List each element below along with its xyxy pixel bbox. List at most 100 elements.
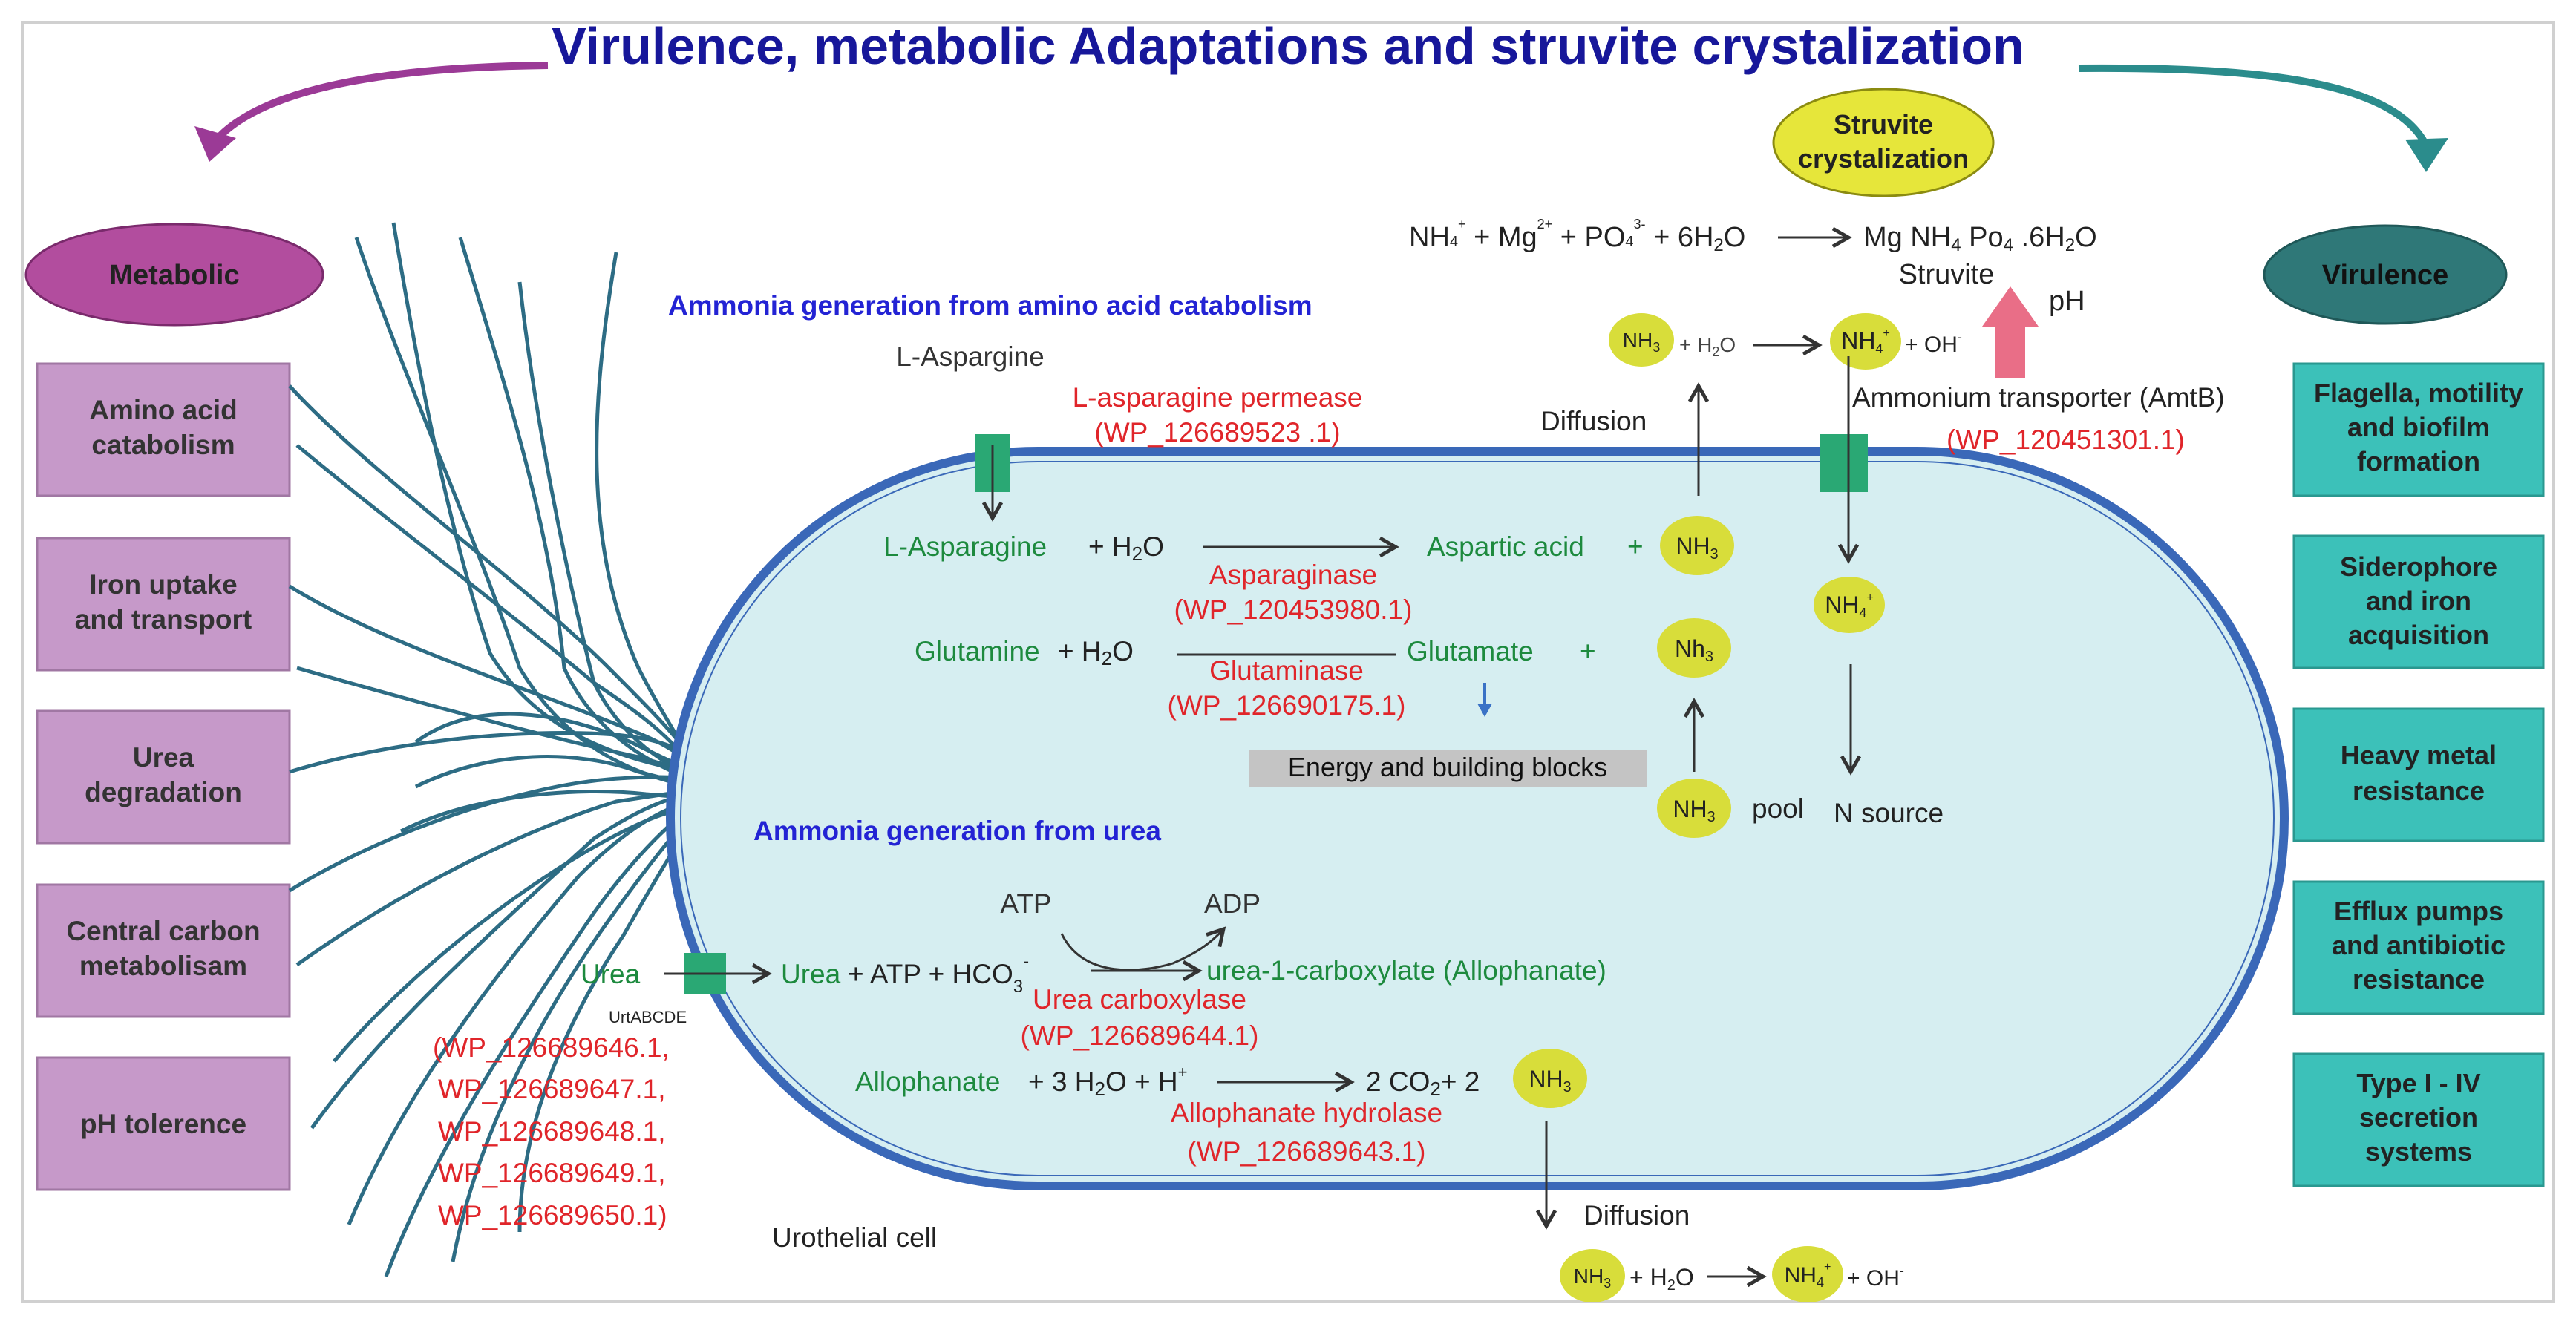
pool-label: pool (1752, 793, 1804, 824)
allophanate-product: urea-1-carboxylate (Allophanate) (1206, 955, 1606, 986)
nh3-asparagine: NH3 (1660, 516, 1734, 575)
urea-atp-hco3: + ATP + HCO3- (848, 951, 1029, 997)
svg-text:degradation: degradation (85, 777, 242, 807)
svg-text:resistance: resistance (2353, 964, 2485, 994)
allophanate-hydrolase-id: (WP_126689643.1) (1188, 1136, 1426, 1167)
ph-label: pH (2049, 286, 2085, 317)
ammonium-transporter-id: (WP_120451301.1) (1946, 425, 2185, 455)
urea-transporter-id-1: (WP_126689646.1, (433, 1032, 670, 1063)
bacterial-cell (666, 447, 2289, 1190)
aspartic-acid-product: Aspartic acid (1427, 531, 1584, 562)
urea-outside: Urea (581, 959, 641, 989)
l-asparagine-reactant: L-Asparagine (883, 531, 1047, 562)
svg-text:NH4+ + Mg2+ + PO43- + 6H2O: NH4+ + Mg2+ + PO43- + 6H2O (1409, 217, 1745, 255)
svg-text:and iron: and iron (2366, 586, 2471, 616)
svg-text:and biofilm: and biofilm (2347, 412, 2490, 442)
svg-text:secretion: secretion (2359, 1102, 2478, 1133)
nh3-glutamine: Nh3 (1657, 618, 1731, 678)
urothelial-cell-label: Urothelial cell (772, 1222, 937, 1253)
asparaginase-enzyme: Asparaginase (1209, 560, 1377, 590)
svg-text:Amino acid: Amino acid (89, 395, 237, 425)
virulence-box-heavy-metal: Heavy metal resistance (2292, 707, 2545, 842)
urea-transporter-label: UrtABCDE (609, 1008, 687, 1026)
metabolic-box-ph: pH tolerence (36, 1056, 291, 1191)
adp-label: ADP (1204, 888, 1261, 919)
nh3-allophanate: NH3 (1513, 1049, 1587, 1108)
svg-text:Mg NH4 Po4 .6H2O: Mg NH4 Po4 .6H2O (1863, 222, 2097, 255)
ammonium-transporter (1820, 434, 1868, 492)
ammonium-transporter-label: Ammonium transporter (AmtB) (1852, 382, 2225, 413)
ammonia-equilibrium-top: NH3 + H2O NH4+ + OH- (1609, 313, 1962, 370)
glutamine-h2o: + H2O (1058, 636, 1134, 669)
svg-text:Heavy metal: Heavy metal (2341, 740, 2497, 770)
ph-arrow (1982, 286, 2039, 378)
allophanate-reactant: Allophanate (855, 1066, 1000, 1097)
atp-adp-curve (1060, 926, 1226, 971)
svg-text:pH tolerence: pH tolerence (80, 1109, 246, 1139)
svg-text:+ OH-: + OH- (1905, 330, 1962, 357)
struvite-oval: Struvite crystalization (1772, 88, 1995, 197)
l-aspargine-substrate: L-Aspargine (896, 341, 1045, 372)
svg-text:+ H2O: + H2O (1679, 333, 1736, 359)
nh4-inside: NH4+ (1814, 577, 1885, 633)
n-source-label: N source (1834, 798, 1944, 828)
ammonia-equilibrium-bottom: NH3 + H2O NH4+ + OH- (1560, 1246, 1904, 1302)
virulence-box-siderophore: Siderophore and iron acquisition (2292, 534, 2545, 669)
urea-carboxylase-id: (WP_126689644.1) (1021, 1020, 1259, 1051)
svg-text:NH4+: NH4+ (1841, 327, 1890, 356)
urea-inside: Urea (781, 959, 841, 989)
allophanate-hydrolase-enzyme: Allophanate hydrolase (1171, 1098, 1442, 1128)
glutaminase-id: (WP_126690175.1) (1168, 690, 1406, 721)
asparaginase-id: (WP_120453980.1) (1174, 594, 1413, 625)
struvite-equation: NH4+ + Mg2+ + PO43- + 6H2O Mg NH4 Po4 .6… (1409, 217, 2097, 255)
svg-text:catabolism: catabolism (91, 430, 235, 460)
metabolic-oval: Metabolic (24, 223, 324, 327)
svg-text:NH4+: NH4+ (1785, 1261, 1831, 1290)
title-arrow-left-head (194, 126, 236, 162)
svg-text:Flagella, motility: Flagella, motility (2314, 378, 2523, 408)
svg-text:Urea: Urea (133, 742, 194, 773)
urea-transporter-id-4: WP_126689649.1, (438, 1158, 666, 1188)
urea-transporter-id-5: WP_126689650.1) (438, 1200, 667, 1230)
figure-title: Virulence, metabolic Adaptations and str… (552, 17, 2024, 75)
virulence-box-secretion: Type I - IV secretion systems (2292, 1052, 2545, 1187)
co2-products: 2 CO2+ 2 (1366, 1066, 1480, 1100)
diffusion-label-top: Diffusion (1540, 406, 1647, 436)
title-arrow-right (2078, 64, 2431, 151)
allophanate-water: + 3 H2O + H+ (1028, 1063, 1187, 1100)
svg-text:Iron uptake: Iron uptake (89, 569, 237, 600)
virulence-oval: Virulence (2263, 224, 2508, 325)
virulence-box-flagella: Flagella, motility and biofilm formation (2292, 362, 2545, 497)
metabolic-box-iron: Iron uptake and transport (36, 537, 291, 672)
glutamine-reactant: Glutamine (915, 636, 1040, 666)
atp-label: ATP (1000, 888, 1051, 919)
svg-text:Struvite: Struvite (1834, 109, 1933, 140)
svg-text:resistance: resistance (2353, 776, 2485, 806)
svg-text:and antibiotic: and antibiotic (2332, 930, 2505, 960)
svg-text:Siderophore: Siderophore (2340, 551, 2497, 582)
svg-text:Central carbon: Central carbon (66, 916, 260, 946)
heading-amino-acid-catabolism: Ammonia generation from amino acid catab… (668, 290, 1312, 321)
svg-text:acquisition: acquisition (2348, 620, 2489, 650)
diffusion-label-bottom: Diffusion (1583, 1200, 1690, 1230)
energy-building-blocks: Energy and building blocks (1249, 750, 1647, 787)
figure-frame (21, 21, 2555, 1303)
svg-text:Energy and building blocks: Energy and building blocks (1288, 752, 1607, 782)
urea-transporter-id-3: WP_126689648.1, (438, 1116, 666, 1147)
svg-text:formation: formation (2357, 446, 2480, 476)
svg-text:metabolisam: metabolisam (79, 951, 247, 981)
asparagine-permease-id: (WP_126689523 .1) (1094, 417, 1340, 448)
heading-urea: Ammonia generation from urea (753, 816, 1161, 846)
title-arrow-left (212, 62, 549, 144)
svg-text:Metabolic: Metabolic (109, 260, 239, 291)
glutamate-plus: + (1580, 636, 1596, 666)
glutamate-product: Glutamate (1407, 636, 1534, 666)
svg-text:Virulence: Virulence (2322, 260, 2448, 291)
svg-text:Efflux pumps: Efflux pumps (2334, 896, 2503, 926)
metabolic-box-carbon: Central carbon metabolisam (36, 883, 291, 1018)
metabolic-box-amino: Amino acid catabolism (36, 362, 291, 497)
svg-text:NH4+: NH4+ (1825, 591, 1874, 620)
bacterial-cell-inner-border (680, 461, 2275, 1176)
glutaminase-enzyme: Glutaminase (1209, 655, 1364, 686)
urea-carboxylase-enzyme: Urea carboxylase (1033, 984, 1246, 1015)
